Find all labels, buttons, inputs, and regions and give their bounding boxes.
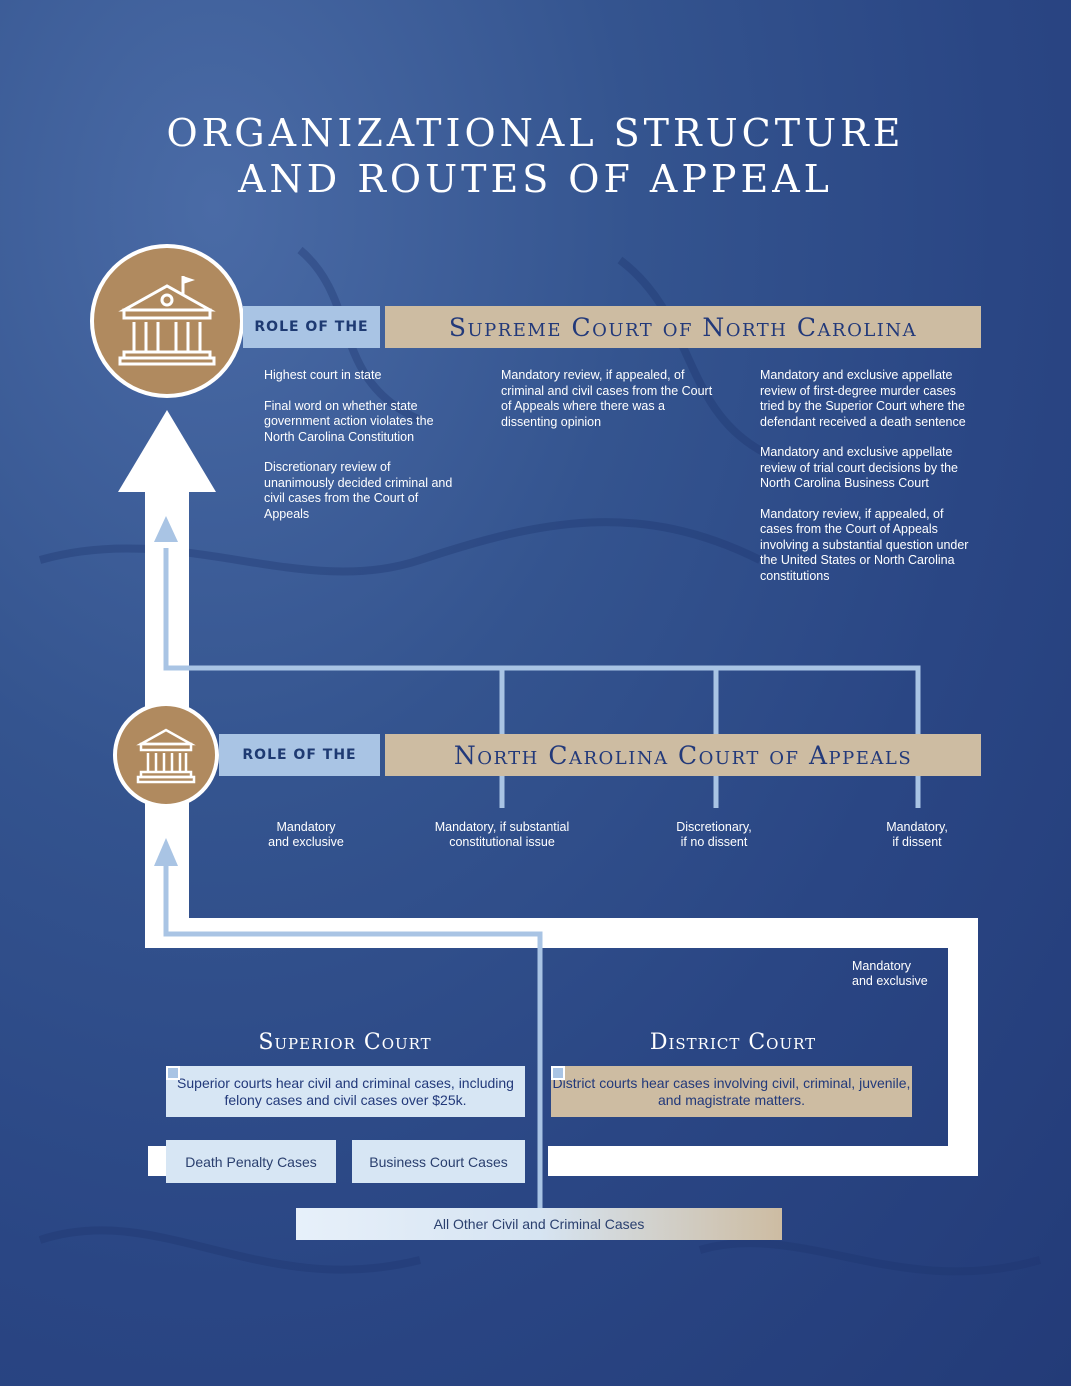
- route-caption-line: if no dissent: [680, 835, 748, 849]
- route-caption-line: Mandatory, if substantial: [434, 820, 570, 834]
- supreme-role-item: Final word on whether state government a…: [264, 398, 434, 444]
- route-caption-line: if dissent: [892, 835, 942, 849]
- main-arrow-head: [118, 410, 216, 492]
- supreme-role-item: Highest court in state: [264, 368, 382, 382]
- district-route-right: [948, 918, 978, 1176]
- courthouse-icon: [136, 728, 196, 784]
- route-caption: Mandatory, if dissent: [857, 820, 977, 850]
- route-caption-line: and exclusive: [268, 835, 344, 849]
- supreme-role-item: Mandatory and exclusive appellate review…: [760, 368, 966, 429]
- district-court-description: District courts hear cases involving civ…: [551, 1066, 912, 1117]
- supreme-court-icon-badge: [90, 244, 244, 398]
- superior-route-bottom: [148, 1146, 168, 1176]
- route-caption-line: Mandatory: [276, 820, 336, 834]
- route-caption-line: Mandatory,: [886, 820, 948, 834]
- all-other-cases-box: All Other Civil and Criminal Cases: [296, 1208, 782, 1240]
- route-caption-line: Discretionary,: [676, 820, 752, 834]
- supreme-role-item: Mandatory and exclusive appellate review…: [760, 445, 959, 490]
- district-route-bottom: [548, 1146, 978, 1176]
- appeals-role-tag: ROLE OF THE: [219, 734, 380, 776]
- route-caption-line: and exclusive: [852, 974, 928, 988]
- title-line-1: ORGANIZATIONAL STRUCTURE: [166, 111, 905, 155]
- route-caption-line: Mandatory: [852, 959, 912, 973]
- route-caption-line: constitutional issue: [449, 835, 555, 849]
- appeals-court-icon-badge: [113, 702, 219, 808]
- appeals-route-arrowhead: [154, 838, 178, 866]
- death-penalty-cases-box: Death Penalty Cases: [166, 1140, 336, 1183]
- supreme-route-arrowhead: [154, 516, 178, 542]
- route-caption: Mandatory, if substantial constitutional…: [412, 820, 592, 850]
- superior-court-description: Superior courts hear civil and criminal …: [166, 1066, 525, 1117]
- district-bullet-square: [551, 1066, 565, 1080]
- supreme-role-tag: ROLE OF THE: [243, 306, 380, 348]
- supreme-role-item: Discretionary review of unanimously deci…: [264, 460, 453, 521]
- superior-route-line: [163, 860, 543, 1210]
- superior-bullet-square: [166, 1066, 180, 1080]
- courthouse-flag-icon: [118, 276, 216, 366]
- supreme-role-item: Mandatory review, if appealed, of crimin…: [501, 368, 713, 429]
- appeals-court-name: North Carolina Court of Appeals: [385, 734, 981, 776]
- route-caption: Discretionary, if no dissent: [644, 820, 784, 850]
- supreme-role-col-3: Mandatory and exclusive appellate review…: [760, 368, 970, 599]
- business-court-cases-box: Business Court Cases: [352, 1140, 525, 1183]
- supreme-court-name: Supreme Court of North Carolina: [385, 306, 981, 348]
- district-court-title: District Court: [649, 1030, 817, 1055]
- supreme-role-col-2: Mandatory review, if appealed, of crimin…: [501, 368, 716, 445]
- supreme-role-item: Mandatory review, if appealed, of cases …: [760, 506, 969, 583]
- district-route-caption: Mandatory and exclusive: [852, 959, 950, 989]
- superior-court-title: Superior Court: [258, 1030, 432, 1055]
- supreme-role-col-1: Highest court in state Final word on whe…: [264, 368, 464, 537]
- route-caption: Mandatory and exclusive: [236, 820, 376, 850]
- page-title: ORGANIZATIONAL STRUCTURE AND ROUTES OF A…: [0, 110, 1071, 202]
- title-line-2: AND ROUTES OF APPEAL: [238, 157, 833, 201]
